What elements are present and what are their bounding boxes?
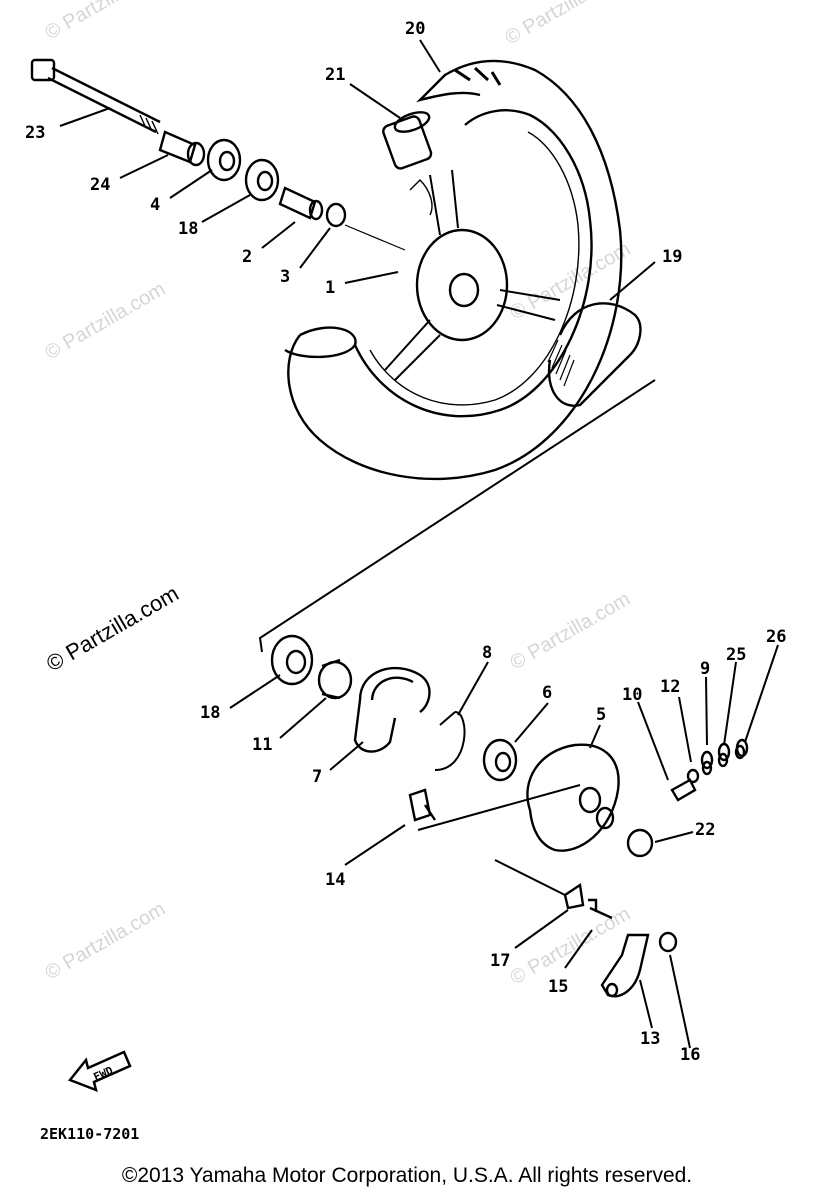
- watermark: © Partzilla.com: [502, 0, 630, 49]
- indicator: [563, 882, 585, 910]
- callout-18: 18: [178, 219, 198, 239]
- watermark: © Partzilla.com: [507, 903, 635, 989]
- copyright-notice: ©2013 Yamaha Motor Corporation, U.S.A. A…: [121, 1164, 693, 1187]
- wheel-hub: [415, 228, 509, 342]
- callout-17: 17: [490, 951, 510, 971]
- callout-9: 9: [700, 659, 710, 679]
- tube: [547, 302, 642, 407]
- callout-23: 23: [25, 123, 45, 143]
- oil-seal: [482, 738, 518, 782]
- callout-10: 10: [622, 685, 642, 705]
- callout-19: 19: [662, 247, 682, 267]
- callout-2: 2: [242, 247, 252, 267]
- cam-lever: [600, 933, 650, 998]
- spring: [434, 711, 466, 771]
- callout-13: 13: [640, 1029, 660, 1049]
- callout-8: 8: [482, 643, 492, 663]
- callout-16: 16: [680, 1045, 700, 1065]
- watermark: © Partzilla.com: [42, 0, 170, 44]
- axle-nut: [626, 828, 654, 858]
- callout-22: 22: [695, 820, 715, 840]
- brake-group: [270, 634, 749, 998]
- assembly-line: [258, 379, 656, 896]
- leader-lines: [59, 39, 779, 1049]
- callout-5: 5: [596, 705, 606, 725]
- callout-12: 12: [660, 677, 680, 697]
- brake-plate: [526, 743, 620, 852]
- forward-arrow-icon: FWD: [67, 1050, 132, 1093]
- watermark-prominent: © Partzilla.com: [42, 581, 183, 677]
- callout-18-lower: 18: [200, 703, 220, 723]
- axle: [47, 66, 161, 134]
- callout-15: 15: [548, 977, 568, 997]
- watermark: © Partzilla.com: [507, 588, 635, 674]
- callout-3: 3: [280, 267, 290, 287]
- spacer: [278, 186, 317, 220]
- bearing: [206, 138, 242, 182]
- callout-24: 24: [90, 175, 110, 195]
- watermarks: © Partzilla.com © Partzilla.com © Partzi…: [42, 0, 635, 989]
- axle-group: [30, 58, 406, 251]
- callout-20: 20: [405, 19, 425, 39]
- callout-1: 1: [325, 278, 335, 298]
- wheel-assembly: [284, 59, 642, 481]
- callout-21: 21: [325, 65, 345, 85]
- lever-nut: [658, 931, 678, 953]
- diagram-code: 2EK110-7201: [40, 1125, 140, 1143]
- callout-14: 14: [325, 870, 345, 890]
- watermark: © Partzilla.com: [42, 898, 170, 984]
- callout-25: 25: [726, 645, 746, 665]
- callouts: 20 21 23 24 4 18 2 3 1 19 8 6 5 10 12 9 …: [25, 19, 786, 1065]
- brake-shoe: [353, 666, 431, 753]
- callout-26: 26: [766, 627, 786, 647]
- bolt: [408, 788, 436, 822]
- pinch-bolt: [588, 898, 613, 920]
- callout-11: 11: [252, 735, 272, 755]
- callout-4: 4: [150, 195, 160, 215]
- callout-7: 7: [312, 767, 322, 787]
- gear-spacer: [317, 658, 353, 700]
- spacer-flange: [325, 202, 347, 228]
- watermark: © Partzilla.com: [42, 278, 170, 364]
- camshaft: [670, 744, 746, 802]
- bearing-lower: [270, 634, 314, 686]
- callout-6: 6: [542, 683, 552, 703]
- bearing: [244, 158, 280, 202]
